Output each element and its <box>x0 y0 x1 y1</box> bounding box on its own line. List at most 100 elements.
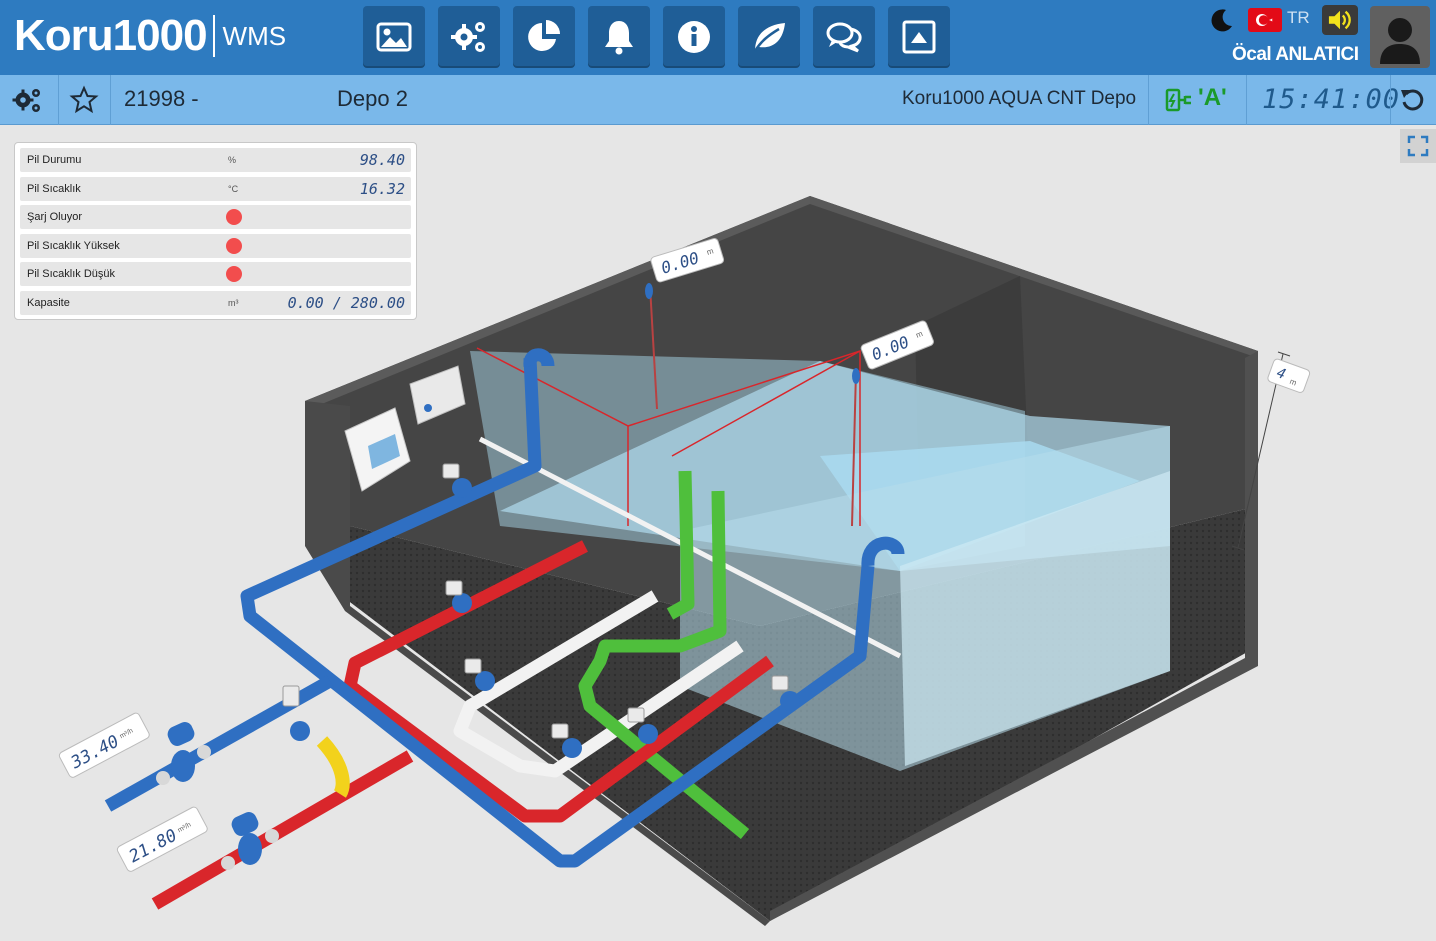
info-row-battery-level: Pil Durumu % 98.40 <box>20 148 411 172</box>
row-label: Pil Sıcaklık Düşük <box>27 268 116 281</box>
station-type: Koru1000 AQUA CNT Depo <box>902 88 1137 109</box>
tank-height-tag: 4 m <box>1267 358 1311 393</box>
power-plug-icon <box>1165 88 1191 112</box>
row-unit: m³ <box>228 297 239 308</box>
user-icon <box>1380 18 1420 64</box>
status-indicator <box>226 237 242 254</box>
pie-chart-icon <box>528 20 560 51</box>
row-unit: °C <box>228 183 239 194</box>
flow-meter-2[interactable] <box>221 809 279 870</box>
green-pipe <box>666 470 695 620</box>
refresh-icon[interactable] <box>1399 86 1427 114</box>
divider <box>1390 75 1391 125</box>
divider <box>1246 75 1247 125</box>
top-bar: Koru1000 WMS <box>0 0 1436 75</box>
turkey-flag-icon[interactable] <box>1248 8 1282 32</box>
divider <box>110 75 111 125</box>
gears-icon <box>451 22 485 52</box>
height-dimension-tick <box>1277 351 1291 357</box>
flow-meter-1[interactable] <box>156 719 211 785</box>
alarms-button[interactable] <box>588 6 650 68</box>
valves <box>290 478 800 758</box>
row-unit: % <box>228 155 237 165</box>
flex-hose <box>316 736 350 798</box>
level-sensor-1-unit: m <box>706 246 715 257</box>
expand-icon <box>1407 135 1429 157</box>
status-indicator <box>226 209 242 226</box>
row-label: Pil Sıcaklık Yüksek <box>27 239 120 252</box>
settings-button[interactable] <box>438 6 500 68</box>
battery-info-panel: Pil Durumu % 98.40 Pil Sıcaklık °C 16.32… <box>14 142 417 320</box>
energy-button[interactable] <box>738 6 800 68</box>
controller-box[interactable] <box>409 365 466 425</box>
station-clock: 15:41:00 <box>1262 84 1401 115</box>
images-button[interactable] <box>363 6 425 68</box>
height-dimension-tick <box>1231 545 1245 551</box>
station-number: 21998 - <box>124 86 199 111</box>
row-label: Pil Sıcaklık <box>27 182 81 195</box>
height-dimension-line <box>1237 353 1284 549</box>
collapse-button[interactable] <box>888 6 950 68</box>
row-value: 16.32 <box>359 179 405 198</box>
wall-top-edge <box>810 196 1258 358</box>
tank-side-face <box>900 471 1170 766</box>
station-bar: 21998 - Depo 2 Koru1000 AQUA CNT Depo 'A… <box>0 75 1436 125</box>
fullscreen-button[interactable] <box>1400 129 1436 163</box>
info-row-capacity: Kapasite m³ 0.00 / 280.00 <box>20 290 411 315</box>
star-icon[interactable] <box>69 85 99 115</box>
white-pipe <box>453 590 744 778</box>
logo[interactable]: Koru1000 WMS <box>14 10 286 62</box>
blue-pipe <box>240 357 875 868</box>
divider <box>58 75 59 125</box>
image-icon <box>376 22 412 52</box>
level-sensor-2-unit: m <box>915 329 925 340</box>
tank-height-unit: m <box>1288 377 1298 388</box>
volume-icon <box>1328 10 1351 30</box>
leaf-icon <box>753 23 785 52</box>
row-label: Şarj Oluyor <box>27 211 83 224</box>
logo-text: Koru1000 <box>14 11 208 60</box>
control-panel-screen <box>368 434 400 469</box>
blue-pipe-outlet <box>523 348 555 368</box>
station-settings-icon[interactable] <box>12 85 42 115</box>
info-row-battery-temp: Pil Sıcaklık °C 16.32 <box>20 176 411 201</box>
blue-pipe-outlet <box>861 536 905 567</box>
row-label: Kapasite <box>27 296 70 309</box>
row-value: 0.00 / 280.00 <box>287 293 405 312</box>
divider <box>1148 75 1149 125</box>
station-name: Depo 2 <box>337 86 408 111</box>
level-probe-2 <box>851 370 857 527</box>
logo-separator <box>212 15 215 57</box>
red-pipe <box>343 540 774 823</box>
status-indicator <box>226 266 242 283</box>
messages-button[interactable] <box>813 6 875 68</box>
sound-toggle[interactable] <box>1322 5 1358 35</box>
controller-led <box>424 404 432 412</box>
boundary-line <box>671 350 861 457</box>
bell-icon <box>605 21 633 55</box>
operation-mode: 'A' <box>1198 84 1227 111</box>
info-button[interactable] <box>663 6 725 68</box>
flow-meter-1-tag: 33.40 m³/h <box>58 712 150 778</box>
info-row-charging: Şarj Oluyor <box>20 205 411 230</box>
reports-button[interactable] <box>513 6 575 68</box>
moon-icon[interactable] <box>1208 6 1236 34</box>
valve-handles <box>282 463 789 739</box>
user-name[interactable]: Öcal ANLATICI <box>1232 44 1359 65</box>
tank-3d-scene: 0.00 m 0.00 m 4 m 33.40 m³/h 21.80 m³/h <box>58 196 1311 926</box>
language-label[interactable]: TR <box>1287 8 1310 27</box>
flow-meter-2-tag: 21.80 m³/h <box>116 806 208 872</box>
row-value: 98.40 <box>359 151 405 169</box>
row-label: Pil Durumu <box>27 154 82 166</box>
level-probe-2-head <box>852 368 860 384</box>
comments-icon <box>826 22 862 53</box>
user-avatar[interactable] <box>1370 6 1430 68</box>
caret-up-square-icon <box>902 20 936 54</box>
level-probe-1 <box>649 285 658 410</box>
red-inlet-pipe <box>151 750 414 910</box>
logo-suffix: WMS <box>222 20 287 51</box>
info-row-temp-low: Pil Sıcaklık Düşük <box>20 262 411 287</box>
level-probe-1-head <box>645 283 653 299</box>
info-icon <box>678 21 710 53</box>
info-row-temp-high: Pil Sıcaklık Yüksek <box>20 233 411 258</box>
